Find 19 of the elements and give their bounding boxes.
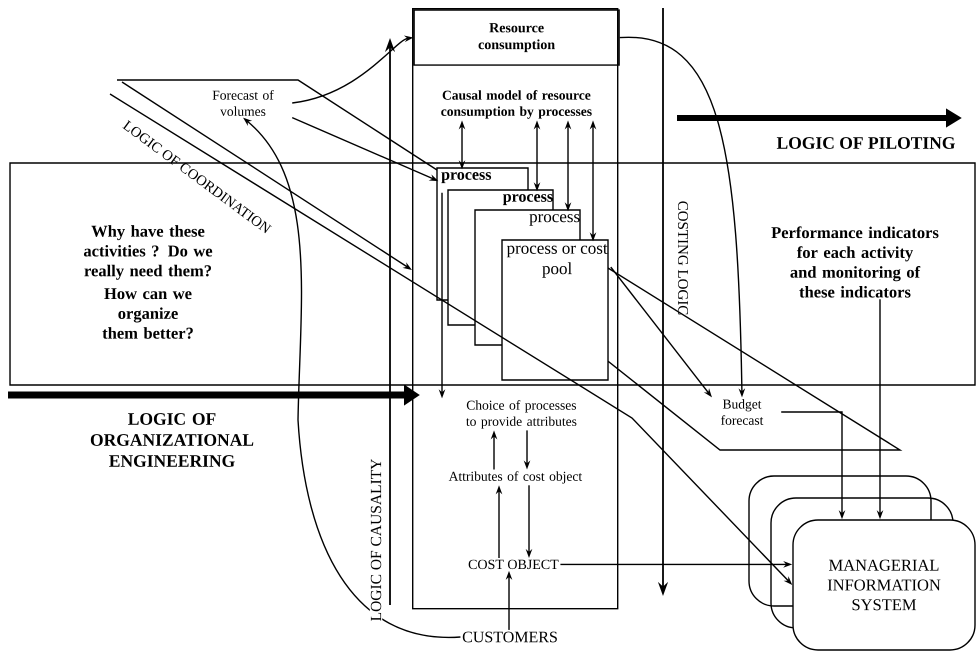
axis-label: LOGIC OF PILOTING bbox=[776, 137, 955, 149]
text-label: Attributes of cost object bbox=[448, 471, 582, 484]
text-label: process or cost pool bbox=[506, 244, 608, 278]
column-box bbox=[412, 8, 618, 610]
text-label: process bbox=[502, 194, 553, 206]
text-label: process bbox=[529, 214, 580, 226]
text-label: Performance indicators for each activity and monitoring of these indicators bbox=[771, 226, 938, 298]
rounded-box: MANAGERIAL INFORMATION SYSTEM bbox=[792, 519, 976, 651]
text-label: Choice of processes to provide attributes bbox=[466, 400, 576, 429]
table-cell: Resource consumption bbox=[413, 9, 620, 66]
text-label: Forecast of volumes bbox=[212, 90, 274, 116]
axis-label: COSTING LOGIC bbox=[678, 201, 688, 314]
text-label: Causal model of resource consumption by processes bbox=[441, 90, 592, 119]
text-label: Budget forecast bbox=[721, 399, 764, 425]
text-label: CUSTOMERS bbox=[462, 632, 557, 642]
text-label: process bbox=[441, 172, 492, 184]
text-label: COST OBJECT bbox=[468, 560, 558, 570]
axis-label: LOGIC OF CAUSALITY bbox=[370, 458, 382, 622]
axis-label: LOGIC OF ORGANIZATIONAL ENGINEERING bbox=[90, 413, 254, 467]
